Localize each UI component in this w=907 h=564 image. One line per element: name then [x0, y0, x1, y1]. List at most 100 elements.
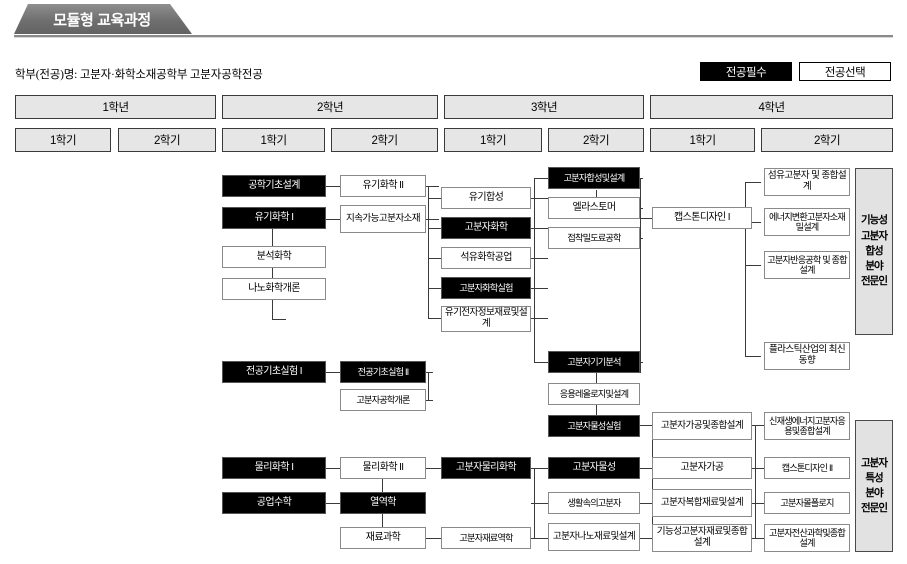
connector: [531, 318, 548, 320]
course-box[interactable]: 고분자재료역학: [441, 527, 531, 549]
course-box[interactable]: 응용레올로지및설계: [548, 383, 640, 405]
course-box[interactable]: 분석화학: [222, 246, 326, 268]
connector: [640, 178, 642, 373]
track-label-1: 기능성 고분자 합성 분야 전문인: [855, 168, 893, 335]
course-box[interactable]: 고분자물리화학: [441, 457, 531, 479]
connector: [596, 190, 598, 198]
semester-header-3-1: 1학기: [444, 128, 542, 152]
track-label-line: 분야: [865, 487, 883, 499]
page-title: 모듈형 교육과정: [14, 4, 192, 34]
course-box[interactable]: 고분자복합재료및설계: [652, 489, 752, 517]
course-box[interactable]: 재료과학: [340, 527, 426, 549]
course-box[interactable]: 물리화학 I: [222, 457, 326, 479]
course-box[interactable]: 고분자합성및설계: [548, 167, 640, 189]
connector: [428, 288, 444, 290]
connector: [326, 503, 340, 505]
course-box[interactable]: 캡스톤디자인 II: [764, 457, 850, 479]
course-box[interactable]: 고분자공학개론: [340, 389, 426, 411]
connector: [428, 198, 444, 200]
course-box[interactable]: 유기화학 II: [340, 175, 426, 197]
connector: [637, 178, 643, 180]
connector: [752, 468, 764, 470]
course-box[interactable]: 나노화학개론: [222, 278, 326, 300]
connector: [531, 288, 548, 290]
course-box[interactable]: 유기화학 I: [222, 207, 326, 229]
course-box[interactable]: 고분자물성실험: [548, 415, 640, 437]
connector: [745, 182, 761, 184]
connector: [326, 372, 340, 374]
course-box[interactable]: 고분자가공: [652, 457, 752, 479]
connector: [428, 258, 444, 260]
course-box[interactable]: 에너지변환고분자소재밀설계: [764, 208, 850, 236]
course-box[interactable]: 고분자가공및종합설계: [652, 412, 752, 440]
course-box[interactable]: 기능성고분자재료및종합설계: [652, 524, 752, 552]
semester-header-1-1: 1학기: [15, 128, 111, 152]
track-label-line: 고분자: [861, 456, 888, 469]
semester-header-1-2: 2학기: [118, 128, 216, 152]
connector: [428, 228, 444, 230]
connector: [531, 228, 548, 230]
semester-header-3-2: 2학기: [548, 128, 644, 152]
connector: [637, 208, 643, 210]
course-box[interactable]: 고분자물성: [548, 457, 640, 479]
connector: [425, 186, 439, 188]
course-box[interactable]: 고분자전산과학및종합설계: [764, 524, 850, 552]
connector: [272, 319, 286, 321]
course-box[interactable]: 고분자화학: [441, 217, 531, 239]
connector: [531, 538, 548, 540]
track-label-2: 고분자 특성 분야 전문인: [855, 420, 893, 552]
course-box[interactable]: 공학기초설계: [222, 175, 326, 197]
connector: [652, 425, 654, 538]
course-box[interactable]: 고분자몰폴로지: [764, 492, 850, 514]
connector: [531, 198, 548, 200]
connector: [428, 186, 430, 319]
connector: [428, 318, 444, 320]
track-label-line: 고분자: [861, 229, 888, 242]
connector: [755, 425, 757, 538]
course-box[interactable]: 접착밀도료공학: [548, 227, 640, 249]
connector: [752, 425, 764, 427]
connector: [425, 400, 433, 402]
course-box[interactable]: 섬유고분자 및 종합설계: [764, 168, 850, 196]
course-box[interactable]: 지속가능고분자소재: [340, 205, 426, 233]
connector: [637, 468, 655, 470]
course-box[interactable]: 플라스틱산업의 최신동향: [764, 342, 850, 370]
connector: [640, 218, 652, 220]
track-label-line: 기능성: [861, 214, 888, 227]
connector: [534, 362, 548, 364]
connector: [596, 404, 598, 416]
semester-header-4-1: 1학기: [650, 128, 755, 152]
legend-required: 전공필수: [700, 62, 792, 81]
course-box[interactable]: 유기전자정보재료및설계: [441, 306, 531, 332]
course-box[interactable]: 엘라스토머: [548, 197, 640, 219]
course-box[interactable]: 고분자나노재료및설계: [548, 523, 640, 551]
course-box[interactable]: 물리화학 II: [340, 457, 426, 479]
connector: [272, 219, 274, 319]
year-header-4: 4학년: [650, 95, 893, 119]
course-box[interactable]: 신재생에너지고분자응용및종합설계: [764, 412, 850, 440]
department-line: 학부(전공)명: 고분자·화학소재공학부 고분자공학전공: [15, 69, 263, 81]
connector: [637, 538, 655, 540]
connector: [534, 178, 536, 362]
track-label-line: 전문인: [861, 502, 888, 515]
semester-header-4-2: 2학기: [761, 128, 893, 152]
course-box[interactable]: 열역학: [340, 492, 426, 514]
connector: [637, 425, 655, 427]
course-box[interactable]: 캡스톤디자인 I: [652, 207, 752, 229]
connector: [596, 372, 598, 384]
course-box[interactable]: 생활속의고분자: [548, 492, 640, 514]
connector: [534, 178, 548, 180]
course-box[interactable]: 유기합성: [441, 187, 531, 209]
connector: [752, 503, 764, 505]
connector: [745, 222, 761, 224]
connector: [637, 238, 643, 240]
course-box[interactable]: 고분자반응공학 및 종합설계: [764, 251, 850, 279]
course-box[interactable]: 전공기초실험 I: [222, 361, 326, 383]
course-box[interactable]: 고분자화학실험: [441, 277, 531, 299]
course-box[interactable]: 공업수학: [222, 492, 326, 514]
course-box[interactable]: 고분자기기분석: [548, 351, 640, 373]
year-header-1: 1학년: [15, 95, 216, 119]
course-box[interactable]: 석유화학공업: [441, 247, 531, 269]
course-box[interactable]: 전공기초실험 II: [340, 361, 426, 383]
